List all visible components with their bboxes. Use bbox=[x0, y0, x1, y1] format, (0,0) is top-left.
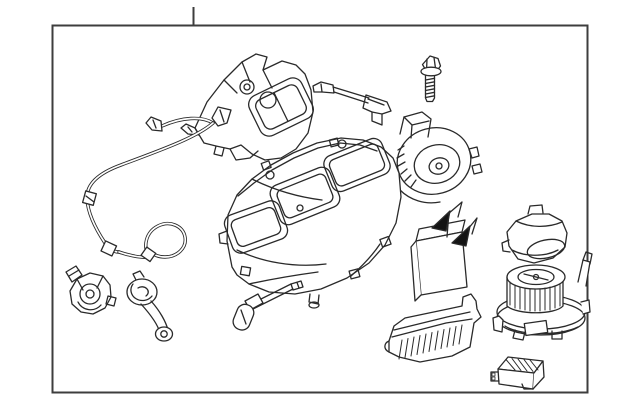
part-main-housing bbox=[218, 111, 483, 309]
part-temperature-sensor-lower bbox=[232, 280, 304, 331]
part-filter-tray bbox=[384, 293, 482, 363]
part-flange-bolt bbox=[420, 55, 442, 103]
part-actuator-motor bbox=[65, 265, 117, 315]
part-temperature-sensor-upper bbox=[312, 81, 392, 126]
diagram-art bbox=[65, 53, 593, 390]
part-wiring-harness bbox=[81, 106, 232, 263]
part-crank-lever bbox=[126, 270, 174, 342]
part-blower-resistor bbox=[490, 356, 545, 390]
part-cabin-air-filter bbox=[410, 201, 478, 302]
part-blower-intake-cover bbox=[501, 204, 568, 264]
airflow-arrows bbox=[431, 201, 478, 247]
blower-drum-section bbox=[396, 111, 483, 204]
part-blower-motor bbox=[492, 251, 593, 341]
part-air-duct-cover bbox=[180, 53, 314, 161]
